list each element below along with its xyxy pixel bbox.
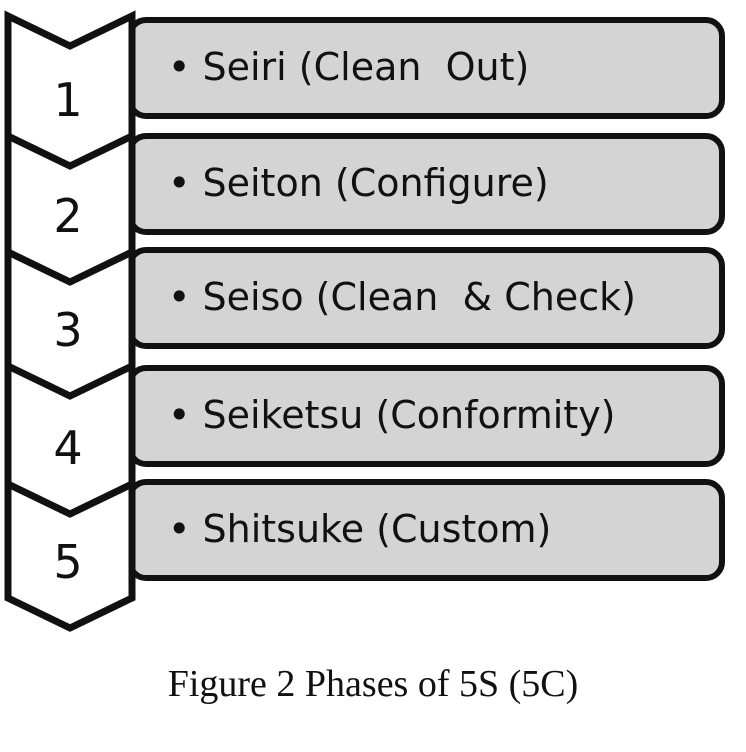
phase-number-5: 5 xyxy=(53,535,82,589)
phase-label-5: • Shitsuke (Custom) xyxy=(168,507,551,551)
phase-label-2: • Seiton (Configure) xyxy=(168,161,549,205)
phase-number-2: 2 xyxy=(53,189,82,243)
phase-chevron-1 xyxy=(4,10,136,170)
phase-number-4: 4 xyxy=(53,421,82,475)
phase-number-1: 1 xyxy=(53,73,82,127)
phases-diagram: 5 4 3 2 1 • Seiri (Clean Out) • Seiton (Confi… xyxy=(4,10,725,632)
phase-label-4: • Seiketsu (Conformity) xyxy=(168,393,616,437)
figure-caption: Figure 2 Phases of 5S (5C) xyxy=(167,663,579,705)
phase-number-3: 3 xyxy=(53,303,82,357)
phase-label-3: • Seiso (Clean & Check) xyxy=(168,275,636,319)
phase-label-1: • Seiri (Clean Out) xyxy=(168,45,529,89)
